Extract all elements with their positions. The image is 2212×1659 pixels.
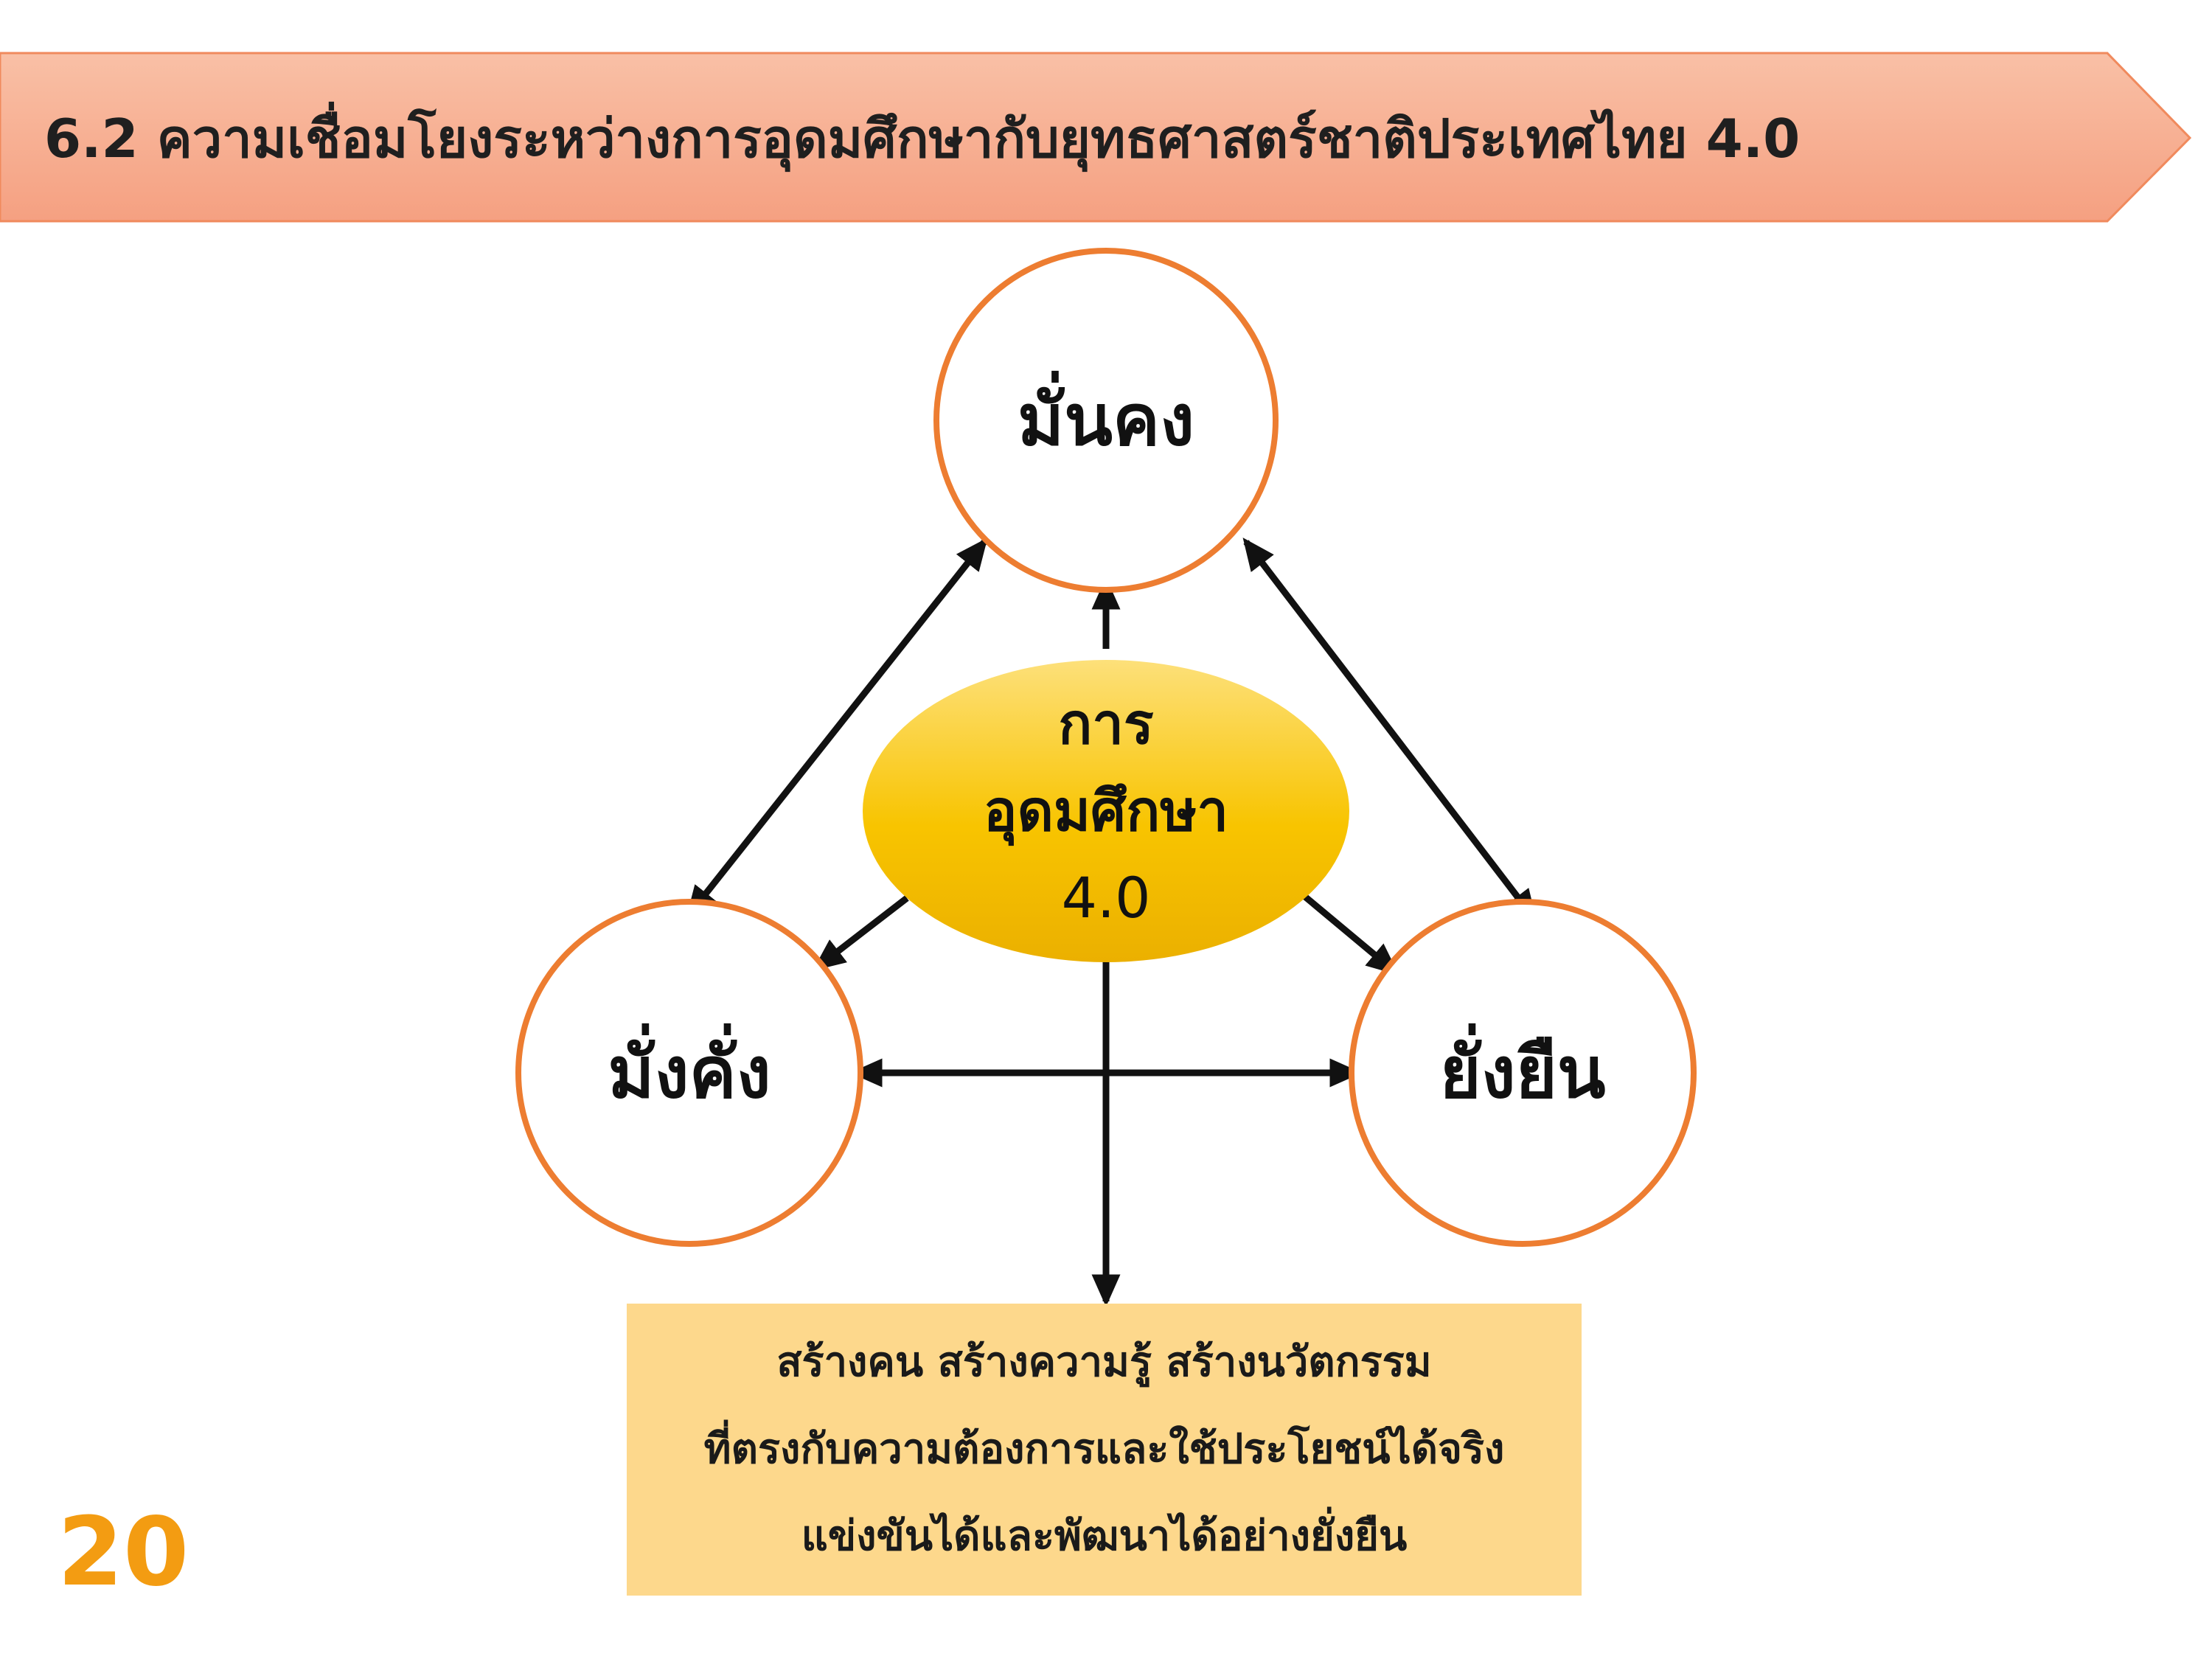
arrow-center-right xyxy=(1299,891,1399,975)
center-ellipse xyxy=(863,660,1349,962)
connectors xyxy=(686,538,1537,1307)
node-top-label: มั่นคง xyxy=(1018,379,1194,462)
arrow-center-left xyxy=(813,895,909,971)
node-right-circle xyxy=(1349,899,1697,1247)
node-right-label: ยั่งยืน xyxy=(1439,1032,1606,1114)
info-box-line3: แข่งขันได้และพัฒนาได้อย่างยั่งยืน xyxy=(801,1512,1408,1560)
node-left-circle xyxy=(515,899,863,1247)
page-number: 20 xyxy=(58,1497,189,1607)
info-box: สร้างคน สร้างความรู้ สร้างนวัตกรรม ที่ตร… xyxy=(627,1304,1582,1596)
info-box-line1: สร้างคน สร้างความรู้ สร้างนวัตกรรม xyxy=(776,1338,1432,1386)
center-label-line1: การ xyxy=(1058,691,1154,757)
node-left-label: มั่งคั่ง xyxy=(608,1032,771,1114)
node-top-circle xyxy=(933,248,1279,593)
title-banner xyxy=(0,52,2192,223)
page-title: 6.2 ความเชื่อมโยงระหว่างการอุดมศึกษากับย… xyxy=(44,107,1801,170)
arrow-top-right xyxy=(1242,538,1537,922)
arrow-top-left xyxy=(686,538,988,919)
center-label-line3: 4.0 xyxy=(1061,865,1151,931)
info-box-line2: ที่ตรงกับความต้องการและใช้ประโยชน์ได้จริ… xyxy=(703,1425,1505,1473)
center-label: การ อุดมศึกษา 4.0 xyxy=(863,664,1349,959)
center-label-line2: อุดมศึกษา xyxy=(983,778,1229,844)
